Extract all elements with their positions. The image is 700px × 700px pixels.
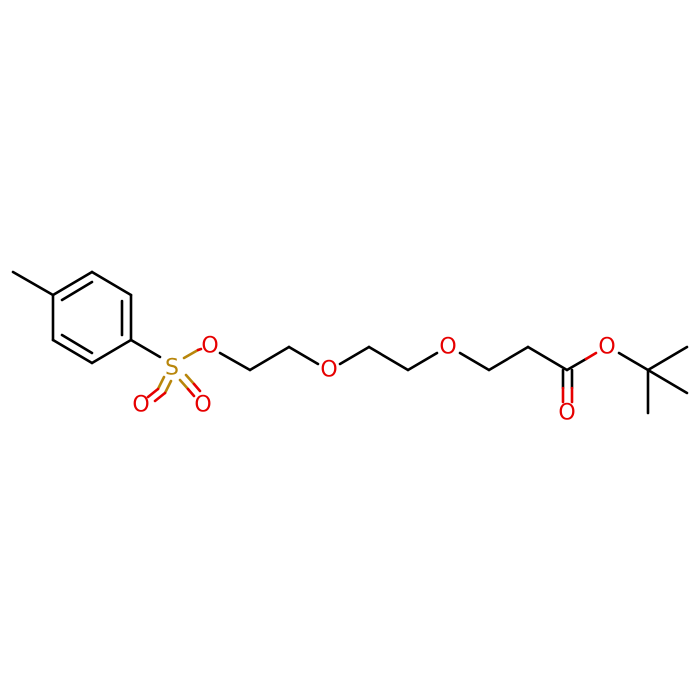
sulfur-label: S (165, 356, 179, 381)
ring-bond (90, 270, 133, 297)
ether-oxygen-2-label: O (439, 335, 456, 360)
ring-double-bond (60, 333, 94, 355)
sulfur-ester-bond (182, 348, 200, 360)
methyl-bond (11, 270, 55, 297)
ester-oxygen-tbu-label: O (598, 335, 615, 360)
sulfonyl-double-bond-1 (156, 375, 166, 391)
tbu-methyl-bond (646, 345, 689, 372)
ester-bond (617, 351, 650, 372)
ring-sulfur-bond (129, 338, 162, 359)
ester-bond (584, 351, 598, 361)
sulfonyl-oxygen-2-label: O (194, 393, 211, 418)
chain-bond (458, 351, 491, 372)
carbonyl-oxygen-label: O (558, 401, 575, 426)
chain-bond (287, 345, 320, 366)
sulfonyl-double-bond-2b (184, 373, 196, 386)
sulfonyl-double-bond-2b (192, 382, 202, 393)
sulfonyl-double-bond-1 (146, 387, 160, 399)
sulfonyl-double-bond-2 (186, 387, 196, 398)
benzene-ring (51, 270, 133, 365)
chain-bond (487, 345, 530, 372)
tbu-methyl-bond (646, 368, 689, 395)
chain-bond (338, 345, 371, 366)
ring-double-bond (60, 280, 94, 302)
ring-bond (51, 338, 94, 365)
sulfonyl-oxygen-1-label: O (132, 393, 149, 418)
sulfonyl-double-bond-1b (153, 391, 167, 403)
chain-bond (248, 345, 291, 372)
ring-bond (90, 338, 133, 365)
sulfonyl-double-bond-2 (178, 378, 190, 391)
chain-bond (406, 351, 439, 372)
ester-oxygen-tosyl-label: O (201, 334, 218, 359)
sulfonyl-double-bond-1b (163, 379, 173, 395)
sulfur-ester-bond (196, 347, 203, 352)
chain-bond (526, 345, 569, 372)
ether-oxygen-1-label: O (320, 358, 337, 383)
ester-bond (565, 357, 588, 372)
ring-bond (51, 270, 94, 297)
chain-bond (218, 351, 252, 372)
chain-bond (367, 345, 410, 372)
